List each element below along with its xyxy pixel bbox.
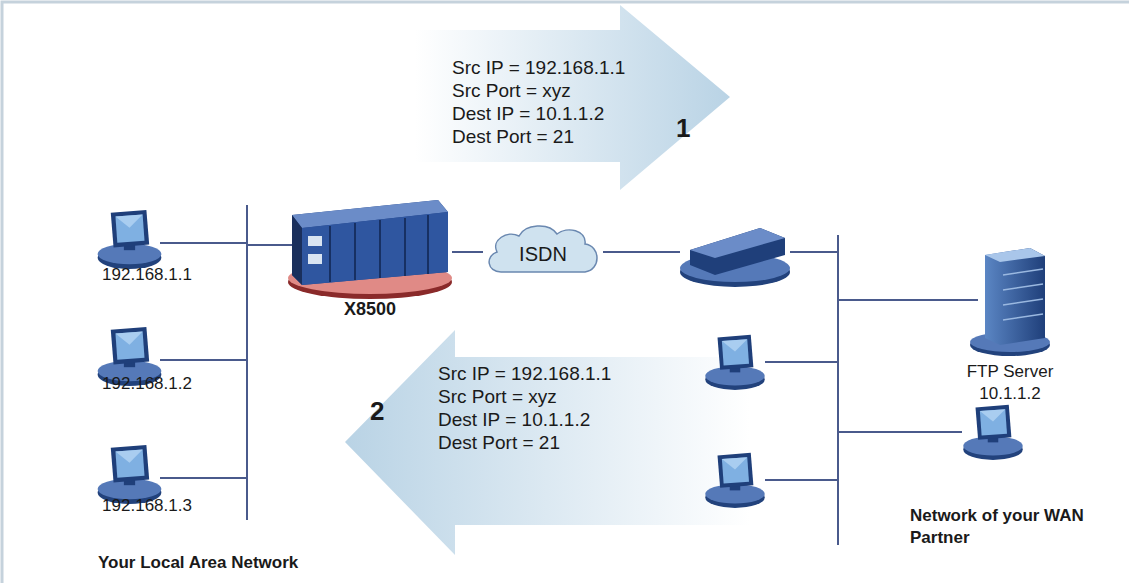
- node-label: FTP Server 10.1.1.2: [960, 361, 1060, 405]
- lan-wiring: [160, 205, 292, 520]
- packet-field: Src IP = 192.168.1.1: [438, 362, 611, 385]
- cloud-outline: [489, 226, 597, 272]
- server-icon: [970, 248, 1050, 356]
- x8500-device: [288, 200, 452, 299]
- server-node: FTP Server 10.1.1.2: [955, 245, 1065, 405]
- packet-field: Src Port = xyz: [452, 79, 571, 102]
- callout-number: 1: [676, 112, 690, 146]
- router-node: X8500: [288, 196, 452, 320]
- computer-icon: [98, 210, 162, 269]
- router-device: [680, 228, 790, 287]
- computer-icon: [98, 445, 162, 504]
- callout-number: 2: [370, 395, 384, 429]
- node-label: X8500: [344, 299, 396, 320]
- computer-node: 192.168.1.3: [82, 440, 212, 516]
- packet-arrow-box: Src IP = 192.168.1.1Src Port = xyzDest I…: [438, 362, 638, 458]
- packet-field: Dest IP = 10.1.1.2: [452, 102, 604, 125]
- node-label: ISDN: [519, 243, 567, 266]
- computer-icon: [963, 405, 1023, 460]
- return-arrow: [345, 330, 750, 555]
- computer-node: 192.168.1.2: [82, 322, 212, 394]
- link-line: [452, 251, 483, 253]
- packet-field: Dest IP = 10.1.1.2: [438, 408, 590, 431]
- outbound-arrow: [415, 5, 730, 190]
- computer-icon: [705, 453, 765, 508]
- packet-field: Src Port = xyz: [438, 385, 557, 408]
- packet-field: Dest Port = 21: [438, 431, 560, 454]
- isdn-link: [452, 252, 483, 253]
- packet-field: Src IP = 192.168.1.1: [452, 56, 625, 79]
- computer-icon: [705, 335, 765, 390]
- node-label: 192.168.1.3: [102, 496, 192, 516]
- wan-wiring: [603, 235, 978, 545]
- packet-field: Dest Port = 21: [452, 125, 574, 148]
- network-label: Network of your WAN Partner: [910, 505, 1110, 549]
- network-label: Your Local Area Network: [98, 552, 298, 574]
- node-label: 192.168.1.2: [102, 374, 192, 394]
- computer-node: 192.168.1.1: [82, 205, 212, 285]
- packet-arrow-box: Src IP = 192.168.1.1Src Port = xyzDest I…: [452, 56, 652, 152]
- cloud-node: ISDN: [483, 220, 603, 284]
- node-label: 192.168.1.1: [102, 265, 192, 285]
